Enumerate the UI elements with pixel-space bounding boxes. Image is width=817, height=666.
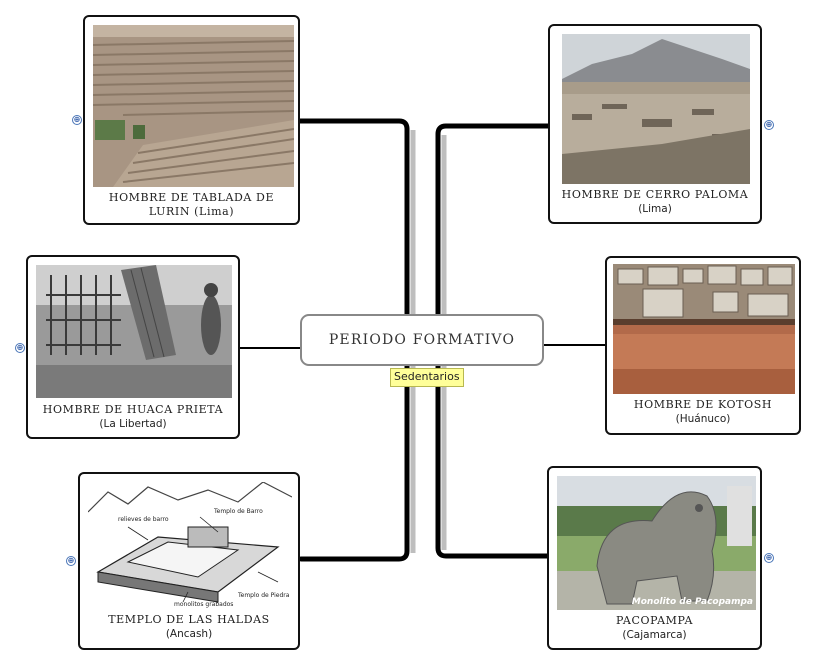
node-huaca-prieta[interactable]: HOMBRE DE HUACA PRIETA (La Libertad) [26, 255, 240, 439]
node-subtitle: (Ancash) [165, 628, 213, 640]
node-title: HOMBRE DE HUACA PRIETA [42, 403, 224, 416]
node-caption: HOMBRE DE HUACA PRIETA (La Libertad) [32, 403, 234, 431]
node-cerro-paloma[interactable]: HOMBRE DE CERRO PALOMA (Lima) [548, 24, 762, 224]
annotation-templo-piedra: Templo de Piedra [238, 592, 290, 599]
node-subtitle: (Cajamarca) [622, 629, 687, 641]
desert-ruins-photo [562, 34, 750, 184]
annotation-relieves: relieves de barro [118, 516, 169, 523]
node-subtitle: (La Libertad) [99, 418, 167, 430]
node-title: PACOPAMPA [615, 614, 694, 627]
image-caption: Monolito de Pacopampa [631, 597, 753, 607]
reed-hut-photo [36, 265, 232, 398]
node-caption: PACOPAMPA (Cajamarca) [553, 614, 756, 642]
connector-haldas [298, 363, 410, 562]
topic-label: Sedentarios [390, 368, 464, 387]
node-title: TEMPLO DE LAS HALDAS [108, 613, 270, 626]
expand-haldas-icon[interactable]: ⊕ [66, 556, 76, 566]
annotation-templo-barro: Templo de Barro [214, 508, 263, 515]
node-caption: HOMBRE DE KOTOSH (Huánuco) [611, 398, 795, 426]
pyramid-terraces-photo [93, 25, 294, 187]
node-templo-de-las-haldas[interactable]: relieves de barro Templo de Barro monoli… [78, 472, 300, 650]
node-caption: HOMBRE DE CERRO PALOMA (Lima) [554, 188, 756, 216]
connector-pacopampa [435, 363, 551, 559]
connector-cerro-paloma [435, 123, 551, 317]
monolith-photo: Monolito de Pacopampa [557, 476, 756, 610]
annotation-monolitos: monolitos grabados [174, 601, 234, 608]
expand-cerro-paloma-icon[interactable]: ⊕ [764, 120, 774, 130]
node-title: HOMBRE DE CERRO PALOMA [561, 188, 749, 201]
temple-illustration: relieves de barro Templo de Barro monoli… [88, 482, 292, 610]
node-subtitle: (Lima) [638, 203, 672, 215]
expand-tablada-icon[interactable]: ⊕ [72, 115, 82, 125]
node-title: HOMBRE DE KOTOSH [633, 398, 773, 411]
node-kotosh[interactable]: HOMBRE DE KOTOSH (Huánuco) [605, 256, 801, 435]
stone-wall-photo [613, 264, 795, 394]
expand-pacopampa-icon[interactable]: ⊕ [764, 553, 774, 563]
node-caption: TEMPLO DE LAS HALDAS (Ancash) [84, 613, 294, 641]
node-tablada-de-lurin[interactable]: HOMBRE DE TABLADA DE LURIN (Lima) [83, 15, 300, 225]
central-topic[interactable]: PERIODO FORMATIVO [300, 314, 544, 366]
expand-huaca-prieta-icon[interactable]: ⊕ [15, 343, 25, 353]
connector-tablada [296, 118, 410, 321]
node-title: HOMBRE DE TABLADA DE LURIN (Lima) [108, 191, 275, 218]
node-caption: HOMBRE DE TABLADA DE LURIN (Lima) [89, 191, 294, 219]
node-subtitle: (Huánuco) [675, 413, 731, 425]
node-pacopampa[interactable]: Monolito de Pacopampa PACOPAMPA (Cajamar… [547, 466, 762, 650]
